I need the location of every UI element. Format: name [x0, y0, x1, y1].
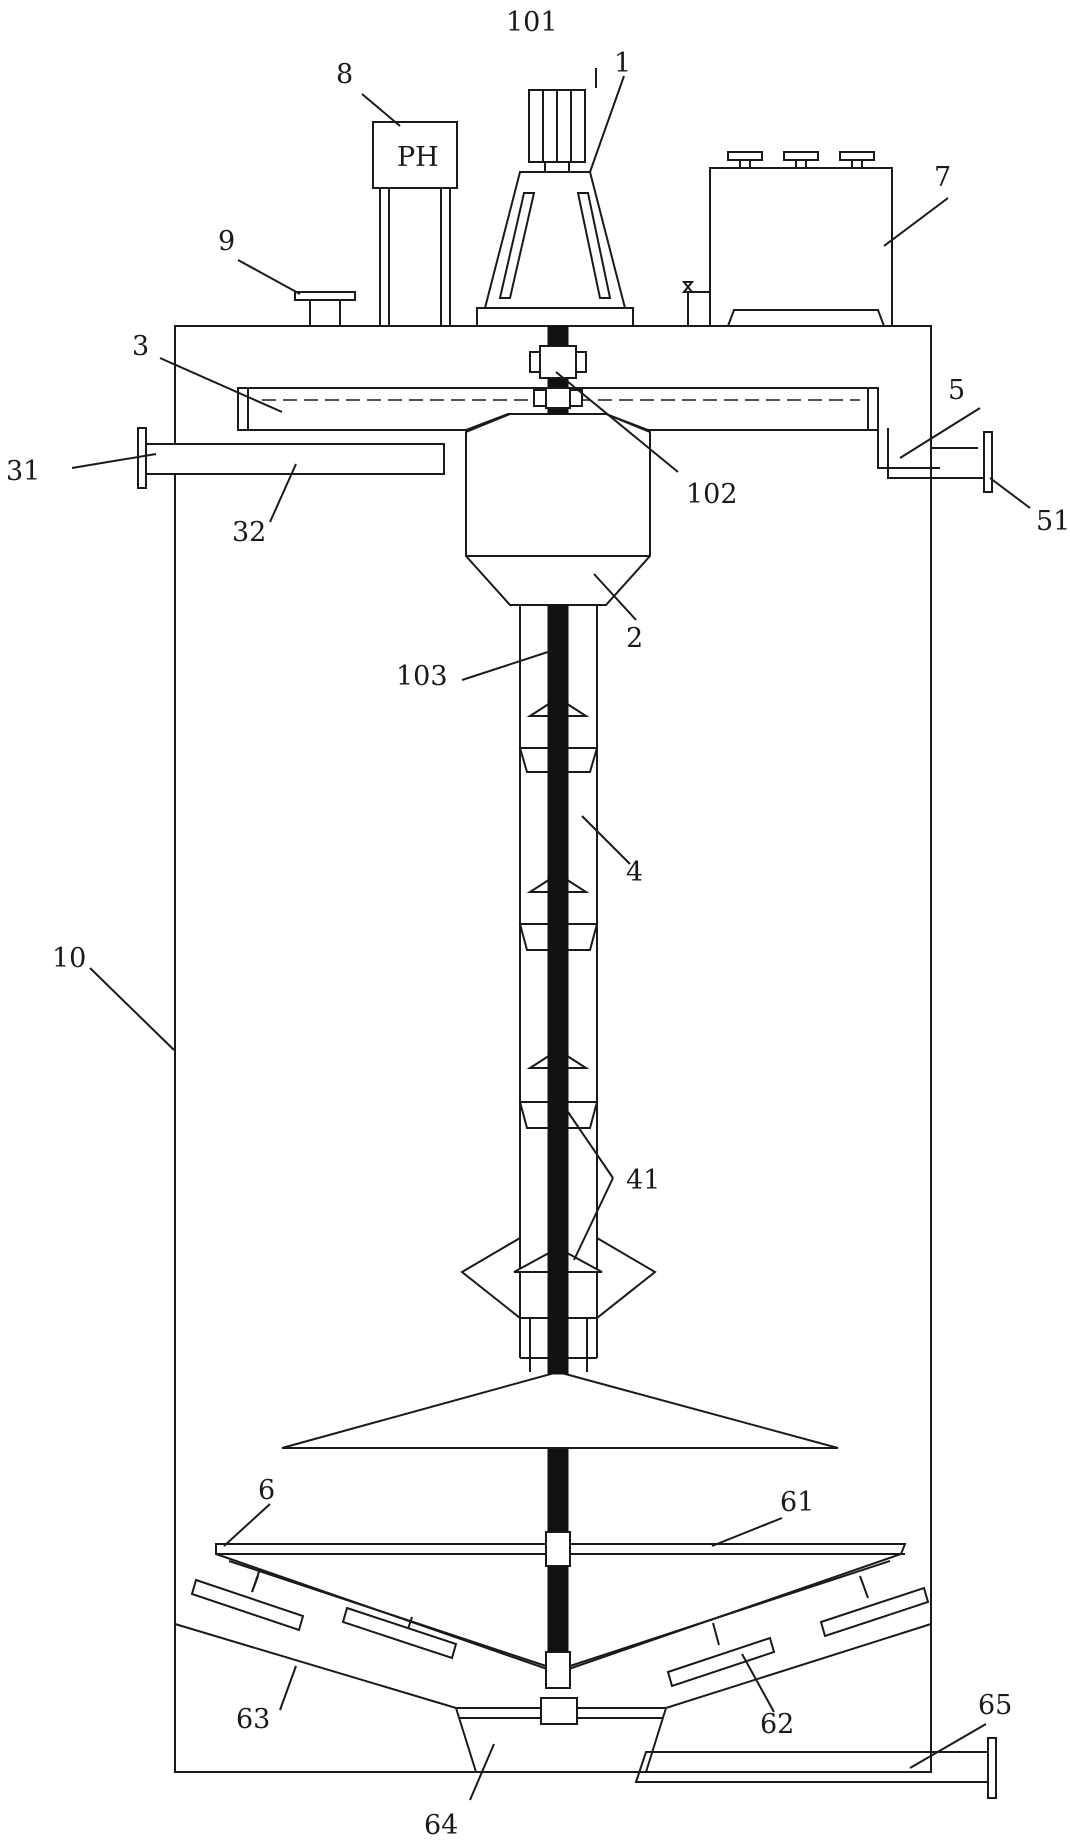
valve-icon [681, 281, 695, 293]
ph-meter: PH [372, 121, 458, 326]
inlet-pipe [137, 427, 445, 489]
label-32: 32 [232, 517, 266, 548]
reaction-chamber [465, 413, 651, 606]
labels: 101 1 8 9 7 3 31 32 102 5 51 2 103 4 10 … [6, 7, 1070, 1841]
sludge-outlet [634, 1737, 997, 1799]
motor-stand [476, 171, 634, 327]
label-62: 62 [760, 1709, 794, 1740]
coupling [529, 345, 587, 409]
label-6: 6 [258, 1475, 275, 1506]
label-63: 63 [236, 1704, 270, 1735]
conical-hood [281, 1370, 839, 1449]
label-102: 102 [686, 479, 738, 510]
label-2: 2 [626, 623, 643, 654]
outlet [877, 428, 993, 493]
label-41: 41 [626, 1165, 660, 1196]
reagent-box [681, 151, 893, 327]
label-64: 64 [424, 1810, 458, 1841]
motor [528, 89, 586, 173]
scraper-blades [190, 1568, 930, 1688]
label-65: 65 [978, 1690, 1012, 1721]
ph-text: PH [397, 142, 439, 173]
label-4: 4 [626, 857, 643, 888]
label-103: 103 [396, 661, 448, 692]
label-9: 9 [218, 226, 235, 257]
shaft-main [547, 604, 569, 1374]
scraper-frame [215, 1531, 907, 1689]
label-61: 61 [780, 1487, 814, 1518]
label-31: 31 [6, 456, 40, 487]
label-3: 3 [132, 331, 149, 362]
label-8: 8 [336, 59, 353, 90]
label-101: 101 [506, 7, 558, 38]
label-5: 5 [948, 375, 965, 406]
label-7: 7 [934, 162, 951, 193]
top-port [294, 291, 356, 327]
label-10: 10 [52, 943, 86, 974]
label-1: 1 [614, 48, 631, 79]
tank-bottom [174, 1623, 932, 1773]
label-51: 51 [1036, 506, 1070, 537]
leader-lines [71, 68, 1031, 1801]
